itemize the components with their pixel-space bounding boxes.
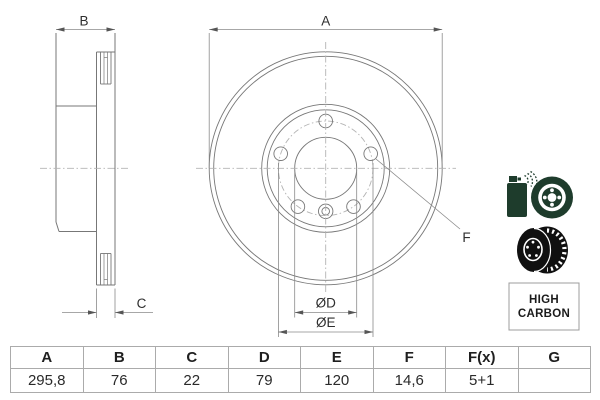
table-header-g: G (517, 346, 591, 369)
arrowhead (364, 329, 373, 335)
arrowhead (115, 310, 124, 315)
table-header-fx: F(x) (445, 346, 519, 369)
arrowhead (348, 310, 357, 315)
table-header-a: A (10, 346, 84, 369)
arrowhead (433, 27, 443, 32)
table-header-e: E (300, 346, 374, 369)
bolt-hole (290, 199, 306, 214)
dim-label-c: C (137, 296, 147, 311)
table-header-d: D (227, 346, 301, 369)
f-leader-line (375, 158, 461, 230)
dimension-c (62, 288, 153, 318)
table-cell-g (517, 368, 591, 393)
table-cell-e: 120 (300, 368, 374, 393)
dim-label-b: B (79, 14, 88, 29)
arrowhead (88, 310, 97, 315)
table-header-row: A B C D E F F(x) G (10, 346, 591, 369)
arrowhead (56, 27, 65, 32)
coated-disc-spray-icon (507, 170, 573, 219)
table-cell-a: 295,8 (10, 368, 84, 393)
arrowhead (278, 329, 287, 335)
table-cell-f: 14,6 (372, 368, 446, 393)
arrowhead (209, 27, 218, 32)
arrowhead (106, 27, 115, 32)
vented-disc-icon (517, 226, 568, 274)
high-carbon-line2: CARBON (518, 308, 570, 320)
table-cell-d: 79 (227, 368, 301, 393)
front-view (196, 42, 456, 294)
table-cell-b: 76 (82, 368, 156, 393)
table-cell-c: 22 (155, 368, 229, 393)
vent-channel-top (100, 52, 112, 85)
dimension-d (294, 170, 358, 318)
dimension-table: A B C D E F F(x) G 295,8 76 22 79 120 14… (10, 346, 591, 393)
table-cell-fx: 5+1 (445, 368, 519, 393)
arrowhead (294, 310, 304, 315)
table-header-f: F (372, 346, 446, 369)
bolt-hole (346, 199, 361, 214)
vent-channel-bottom (100, 253, 112, 285)
high-carbon-line1: HIGH (529, 294, 559, 306)
dimension-b (56, 27, 115, 32)
dim-label-a: A (321, 14, 330, 29)
table-header-c: C (155, 346, 229, 369)
side-view (40, 33, 130, 286)
dimension-e (277, 163, 374, 337)
high-carbon-badge: HIGH CARBON (508, 282, 580, 331)
dim-label-d: ØD (316, 296, 337, 311)
table-value-row: 295,8 76 22 79 120 14,6 5+1 (10, 368, 591, 393)
dim-label-f: F (462, 230, 470, 245)
dim-label-e: ØE (316, 315, 336, 330)
bolt-hole (363, 146, 378, 161)
dimension-a (208, 27, 443, 168)
table-header-b: B (82, 346, 156, 369)
bolt-hole (273, 146, 288, 161)
technical-drawing: B C A (40, 14, 580, 337)
